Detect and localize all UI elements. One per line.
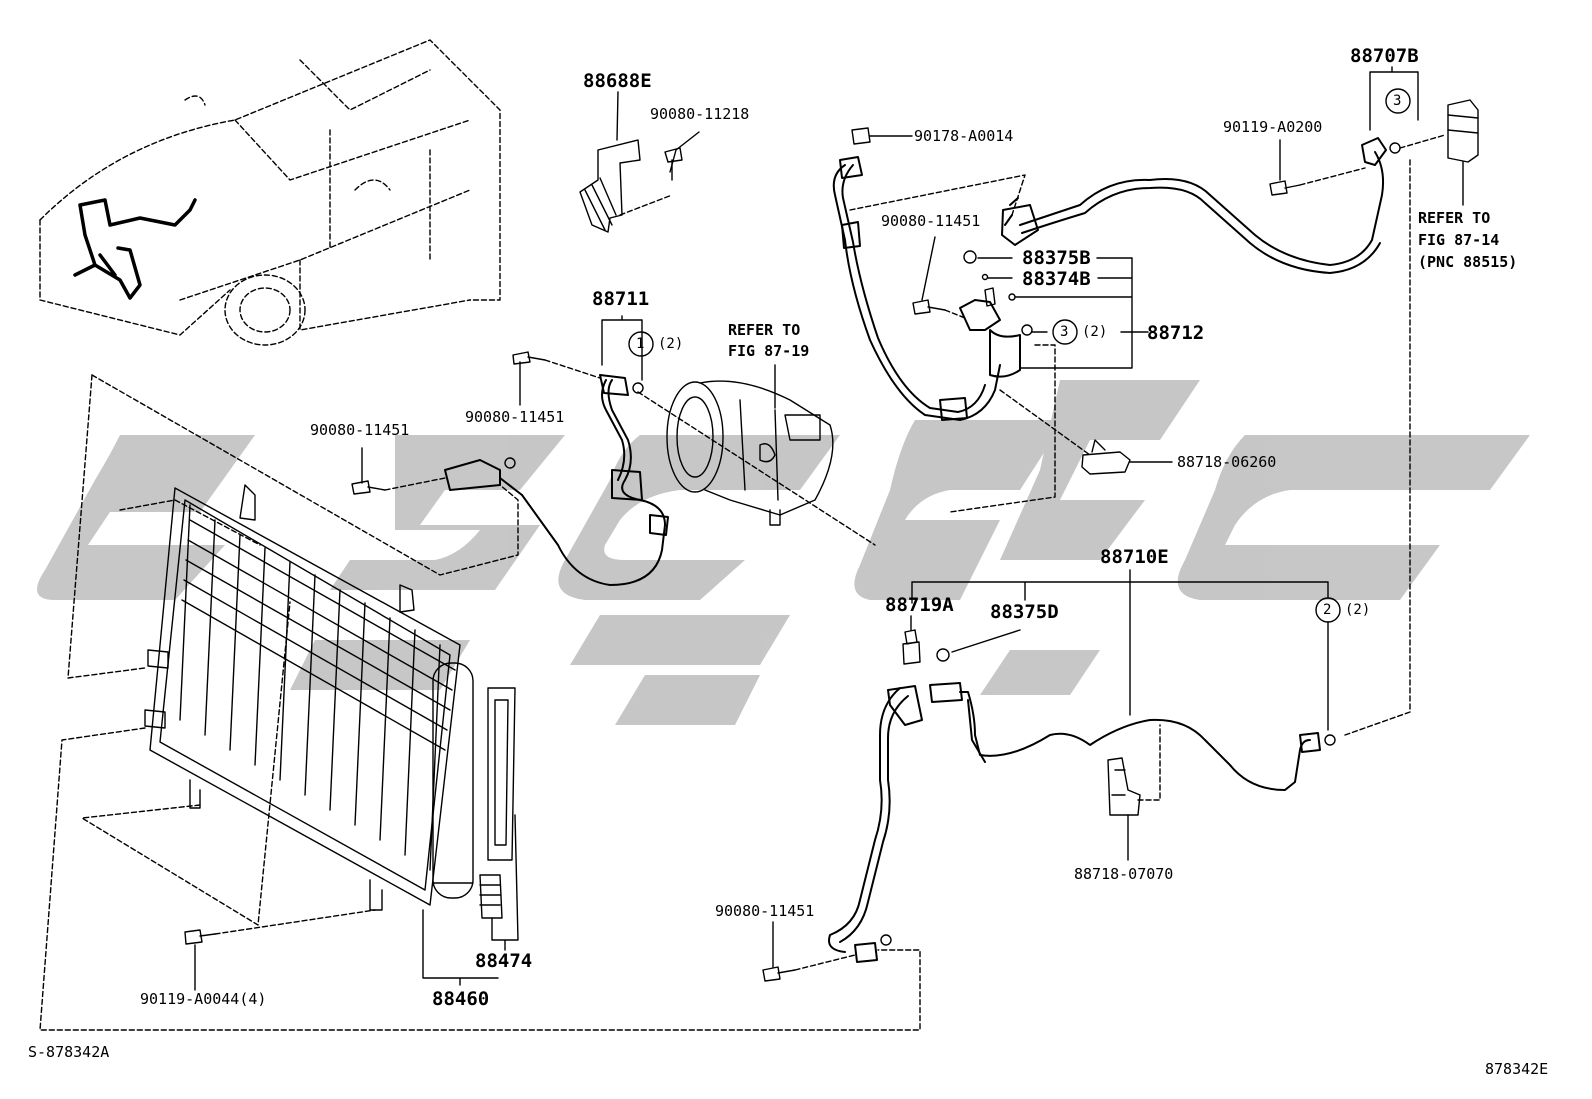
bolt-90080-11451-mid (512, 351, 546, 365)
bolt-90080-11218 (664, 147, 683, 181)
callout-3-top-number: 3 (1393, 93, 1402, 109)
dashed-guide (999, 389, 1091, 456)
label-90080-11218: 90080-11218 (650, 105, 750, 123)
callout-3-qty: (2) (1082, 324, 1108, 340)
clamp-88718-07070 (1107, 757, 1141, 816)
footer-code-right: 878342E (1485, 1060, 1549, 1078)
label-88711: 88711 (592, 288, 650, 310)
label-88710e: 88710E (1100, 546, 1169, 568)
o-ring (1021, 324, 1033, 336)
label-88374b: 88374B (1022, 268, 1091, 290)
dashed-guide (1344, 159, 1411, 736)
condenser-88460 (144, 484, 516, 911)
cap-88375d (936, 648, 950, 662)
callout-1-number: 1 (636, 336, 645, 352)
label-90178-a0014: 90178-A0014 (914, 127, 1014, 145)
dashed-guide (944, 309, 966, 319)
label-90119-a0044: 90119-A0044(4) (140, 990, 267, 1008)
dashed-guide (949, 344, 1056, 513)
callout-circle-3-top (1385, 88, 1411, 114)
leader (422, 909, 499, 986)
bolt-90119-a0044 (184, 929, 216, 945)
callout-2-qty: (2) (1345, 602, 1371, 618)
callout-circle-2 (1315, 597, 1341, 623)
label-88460: 88460 (432, 988, 490, 1010)
tube-88710e (828, 682, 1321, 963)
ref-fig-87-14-line3: (PNC 88515) (1418, 253, 1518, 271)
dashed-guide (849, 174, 1026, 216)
label-88688e: 88688E (583, 70, 652, 92)
bolt-90080-11451-left (351, 480, 386, 495)
expansion-valve-block (1447, 99, 1479, 163)
leader (921, 236, 936, 301)
leader (977, 257, 1149, 369)
leader (951, 629, 1021, 653)
label-88712: 88712 (1147, 322, 1205, 344)
label-88707b: 88707B (1350, 45, 1419, 67)
oil-filter-88474 (479, 874, 503, 919)
o-ring (504, 457, 516, 469)
label-90119-a0200: 90119-A0200 (1223, 118, 1323, 136)
o-ring (1008, 293, 1016, 301)
label-90080-11451-top: 90080-11451 (881, 212, 981, 230)
compressor (666, 380, 834, 526)
label-90080-11451-mid: 90080-11451 (465, 408, 565, 426)
dashed-guide (1299, 167, 1366, 186)
ref-fig-87-19-line2: FIG 87-19 (728, 342, 810, 360)
label-90080-11451-left: 90080-11451 (310, 421, 410, 439)
tube-88707b (1001, 137, 1387, 274)
cap-88375b (963, 250, 977, 264)
nut-90178-a0014 (851, 127, 871, 145)
dashed-guide (619, 194, 673, 216)
label-88719a: 88719A (885, 594, 954, 616)
bracket-line (601, 315, 643, 381)
leader (911, 569, 1329, 731)
callout-3-mid-number: 3 (1060, 324, 1069, 340)
bolt-90080-11451-top (912, 299, 946, 315)
callout-circle-1 (628, 331, 654, 357)
vehicle-outline (39, 39, 501, 346)
callout-circle-3-mid (1052, 319, 1078, 345)
label-88375d: 88375D (990, 601, 1059, 623)
label-88474: 88474 (475, 950, 533, 972)
bracket-88688e (579, 91, 641, 233)
o-ring (1389, 142, 1401, 154)
bolt-90080-11451-bottom (762, 966, 796, 982)
hose-88711 (521, 374, 669, 586)
leader (1369, 66, 1419, 131)
o-ring (880, 934, 892, 946)
o-ring (632, 382, 644, 394)
bolt-90119-a0200 (1269, 180, 1301, 196)
leader (669, 131, 700, 173)
callout-2-number: 2 (1323, 602, 1332, 618)
pressure-switch-88719a (902, 629, 921, 665)
dashed-guide (384, 477, 446, 491)
dashed-guide (794, 954, 856, 971)
callout-1-qty: (2) (658, 336, 684, 352)
dashed-guide (1137, 724, 1161, 801)
label-90080-11451-bottom: 90080-11451 (715, 902, 815, 920)
condenser-dashed-guides (39, 374, 921, 1031)
footer-code-left: S-878342A (28, 1043, 110, 1061)
ref-fig-87-14-line1: REFER TO (1418, 209, 1491, 227)
clamp-88718-06260 (1081, 439, 1131, 475)
label-88375b: 88375B (1022, 247, 1091, 269)
vehicle-ac-harness (73, 198, 197, 300)
ref-fig-87-19-line1: REFER TO (728, 321, 801, 339)
service-valve (984, 287, 996, 307)
dashed-guide (637, 391, 876, 546)
watermark-logo (37, 380, 1530, 725)
o-ring (1324, 734, 1336, 746)
dashed-guide (1399, 134, 1446, 149)
label-88718-06260: 88718-06260 (1177, 453, 1277, 471)
core-88374b (981, 273, 989, 281)
leader (491, 814, 519, 951)
hose-88712 (832, 156, 1021, 421)
label-88718-07070: 88718-07070 (1074, 865, 1174, 883)
dashed-guide (544, 359, 601, 379)
ref-fig-87-14-line2: FIG 87-14 (1418, 231, 1500, 249)
